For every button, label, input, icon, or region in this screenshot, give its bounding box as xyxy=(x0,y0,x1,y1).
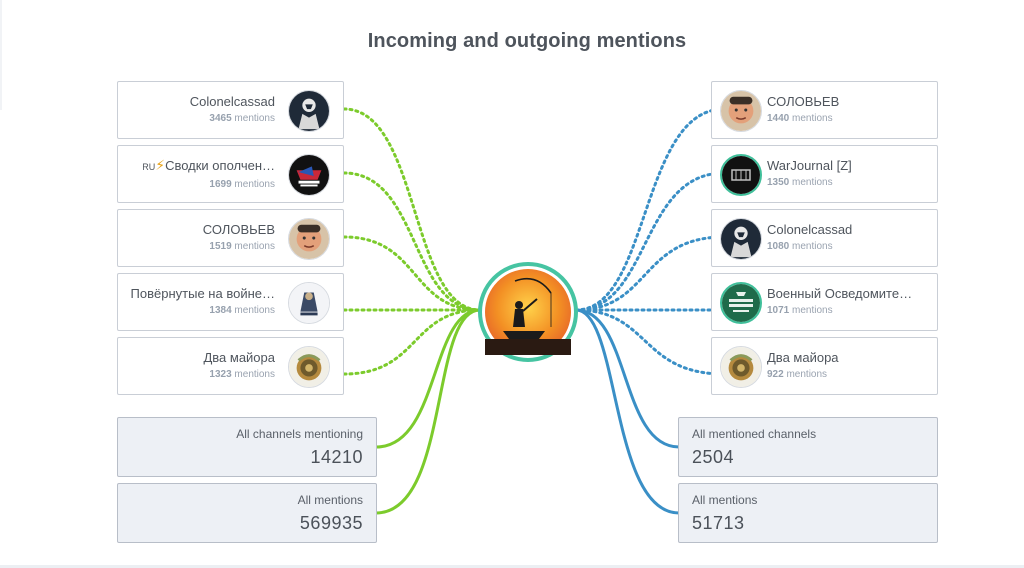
mention-count: 1323 mentions xyxy=(209,369,275,380)
channel-text: Colonelcassad 3465 mentions xyxy=(126,93,275,126)
mention-count: 1384 mentions xyxy=(209,305,275,316)
channel-text: RU⚡Сводки ополчен… 1699 mentions xyxy=(126,157,275,192)
outgoing-link-1 xyxy=(574,107,726,312)
outgoing-channel-card[interactable]: WarJournal [Z] 1350 mentions xyxy=(711,145,938,203)
all-mentioned-channels-stat: All mentioned channels 2504 xyxy=(678,417,938,477)
colonelcassad-avatar-icon xyxy=(720,218,762,260)
dva-mayora-avatar-icon xyxy=(720,346,762,388)
channel-name: RU⚡Сводки ополчен… xyxy=(142,157,275,173)
channel-name: Два майора xyxy=(203,350,275,365)
all-outgoing-mentions-stat: All mentions 51713 xyxy=(678,483,938,543)
povernutye-avatar-icon xyxy=(288,282,330,324)
incoming-link-3 xyxy=(342,235,482,312)
all-channels-mentioning-stat: All channels mentioning 14210 xyxy=(117,417,377,477)
fisherman-sunset-avatar-icon[interactable] xyxy=(478,262,578,362)
mention-count: 1440 mentions xyxy=(767,113,833,124)
outgoing-channel-card[interactable]: Два майора 922 mentions xyxy=(711,337,938,395)
incoming-link-1 xyxy=(342,107,482,312)
stat-value: 51713 xyxy=(692,513,745,533)
incoming-total-link-1 xyxy=(374,308,482,449)
left-edge-divider xyxy=(0,0,2,110)
channel-name: Военный Осведомите… xyxy=(767,286,913,301)
channel-name: Colonelcassad xyxy=(767,222,853,237)
channel-text: Повёрнутые на войне… 1384 mentions xyxy=(126,285,275,318)
dva-mayora-avatar-icon xyxy=(288,346,330,388)
bottom-divider xyxy=(0,565,1024,568)
stat-label: All mentions xyxy=(692,493,758,507)
channel-name: СОЛОВЬЕВ xyxy=(202,222,275,237)
mention-count: 922 mentions xyxy=(767,369,828,380)
channel-name: Повёрнутые на войне… xyxy=(130,286,275,301)
outgoing-channel-card[interactable]: Colonelcassad 1080 mentions xyxy=(711,209,938,267)
mention-count: 1699 mentions xyxy=(209,179,275,190)
all-incoming-mentions-stat: All mentions 569935 xyxy=(117,483,377,543)
soloviev-avatar-icon xyxy=(288,218,330,260)
incoming-channel-card[interactable]: RU⚡Сводки ополчен… 1699 mentions xyxy=(117,145,344,203)
mention-count: 1519 mentions xyxy=(209,241,275,252)
ru-flag-label: RU xyxy=(142,162,156,172)
mention-count: 1350 mentions xyxy=(767,177,833,188)
incoming-channel-card[interactable]: Повёрнутые на войне… 1384 mentions xyxy=(117,273,344,331)
outgoing-total-link-1 xyxy=(574,308,681,449)
outgoing-link-3 xyxy=(574,235,726,312)
warjournal-avatar-icon xyxy=(720,154,762,196)
page-title: Incoming and outgoing mentions xyxy=(367,30,687,52)
mention-count: 3465 mentions xyxy=(209,113,275,124)
outgoing-total-link-2 xyxy=(574,308,681,515)
incoming-channel-card[interactable]: Два майора 1323 mentions xyxy=(117,337,344,395)
outgoing-channel-card[interactable]: СОЛОВЬЕВ 1440 mentions xyxy=(711,81,938,139)
incoming-channel-card[interactable]: СОЛОВЬЕВ 1519 mentions xyxy=(117,209,344,267)
incoming-link-5 xyxy=(342,308,482,376)
channel-text: Два майора 922 mentions xyxy=(767,349,929,382)
incoming-total-link-2 xyxy=(374,308,482,515)
colonelcassad-avatar-icon xyxy=(288,90,330,132)
svodki-opolchenia-avatar-icon xyxy=(288,154,330,196)
stat-value: 14210 xyxy=(310,447,363,467)
mention-count: 1080 mentions xyxy=(767,241,833,252)
stat-value: 569935 xyxy=(299,513,363,533)
channel-text: Colonelcassad 1080 mentions xyxy=(767,221,929,254)
channel-text: СОЛОВЬЕВ 1440 mentions xyxy=(767,93,929,126)
channel-text: СОЛОВЬЕВ 1519 mentions xyxy=(126,221,275,254)
mention-count: 1071 mentions xyxy=(767,305,833,316)
channel-name: СОЛОВЬЕВ xyxy=(767,94,840,109)
soloviev-avatar-icon xyxy=(720,90,762,132)
stat-label: All mentions xyxy=(297,493,363,507)
channel-text: WarJournal [Z] 1350 mentions xyxy=(767,157,929,190)
stat-label: All mentioned channels xyxy=(692,427,817,441)
channel-name: WarJournal [Z] xyxy=(767,158,852,173)
incoming-channel-card[interactable]: Colonelcassad 3465 mentions xyxy=(117,81,344,139)
stat-label: All channels mentioning xyxy=(236,427,363,441)
outgoing-channel-card[interactable]: Военный Осведомите… 1071 mentions xyxy=(711,273,938,331)
channel-name: Colonelcassad xyxy=(189,94,275,109)
incoming-link-2 xyxy=(342,171,482,312)
outgoing-link-2 xyxy=(574,171,726,312)
outgoing-link-5 xyxy=(574,308,726,376)
lightning-icon: ⚡ xyxy=(155,157,166,173)
voenny-osvedomitel-avatar-icon xyxy=(720,282,762,324)
channel-text: Два майора 1323 mentions xyxy=(126,349,275,382)
channel-text: Военный Осведомите… 1071 mentions xyxy=(767,285,929,318)
stat-value: 2504 xyxy=(692,447,735,467)
channel-name: Два майора xyxy=(767,350,839,365)
